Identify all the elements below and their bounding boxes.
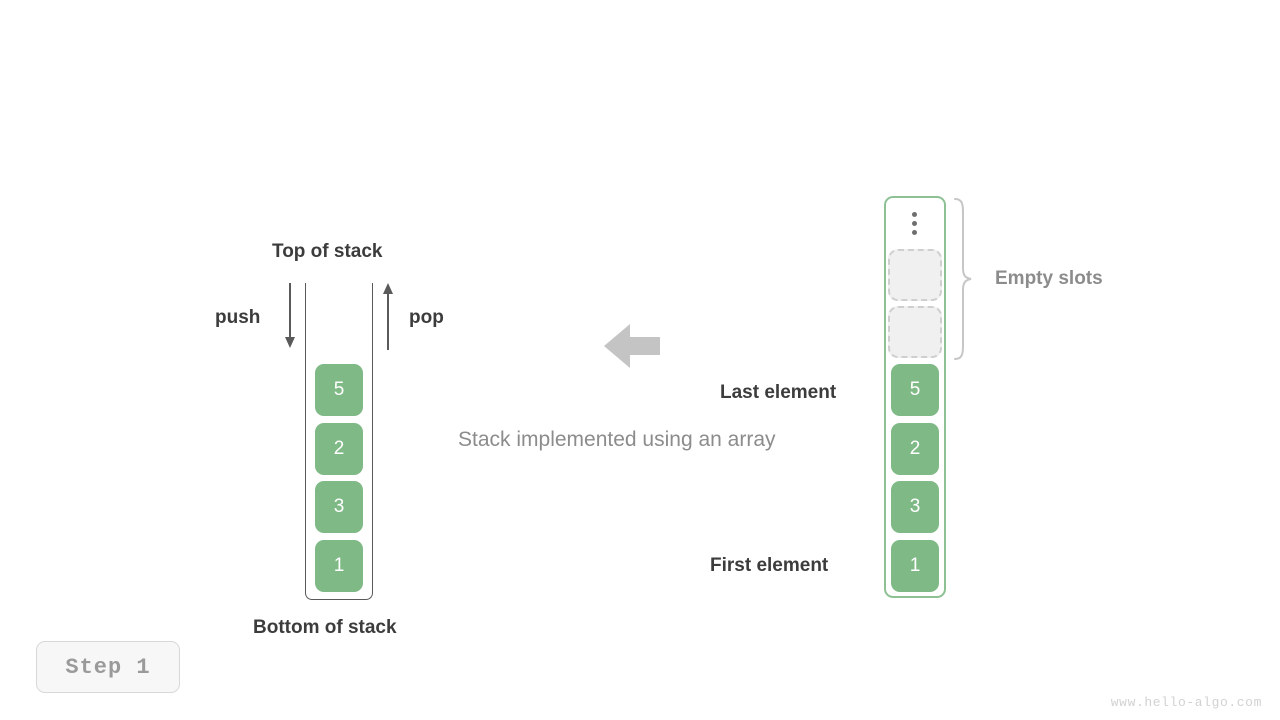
left-arrow-icon — [602, 320, 662, 377]
diagram-caption: Stack implemented using an array — [458, 428, 776, 451]
pop-arrow-head — [382, 283, 393, 294]
bottom-of-stack-label: Bottom of stack — [253, 617, 397, 638]
empty-slots-brace — [952, 196, 974, 367]
watermark: www.hello-algo.com — [1110, 695, 1262, 710]
stack-element: 3 — [315, 481, 363, 533]
vertical-ellipsis-icon — [912, 221, 917, 226]
stack-element: 2 — [315, 423, 363, 475]
first-element-label: First element — [710, 555, 829, 576]
last-element-label: Last element — [720, 382, 837, 403]
pop-label: pop — [409, 307, 444, 328]
empty-slot — [888, 249, 942, 301]
array-element: 5 — [891, 364, 939, 416]
stack-container — [305, 283, 373, 600]
push-arrow-head — [284, 337, 295, 348]
vertical-ellipsis-icon — [912, 230, 917, 235]
top-of-stack-label: Top of stack — [272, 241, 383, 262]
stack-element: 5 — [315, 364, 363, 416]
push-label: push — [215, 307, 261, 328]
array-element: 2 — [891, 423, 939, 475]
empty-slots-label: Empty slots — [995, 268, 1103, 289]
push-arrow-shaft — [289, 283, 292, 339]
pop-arrow-shaft — [387, 294, 390, 350]
stack-element: 1 — [315, 540, 363, 592]
vertical-ellipsis-icon — [912, 212, 917, 217]
step-badge[interactable]: Step 1 — [36, 641, 180, 693]
empty-slot — [888, 306, 942, 358]
array-element: 1 — [891, 540, 939, 592]
array-element: 3 — [891, 481, 939, 533]
